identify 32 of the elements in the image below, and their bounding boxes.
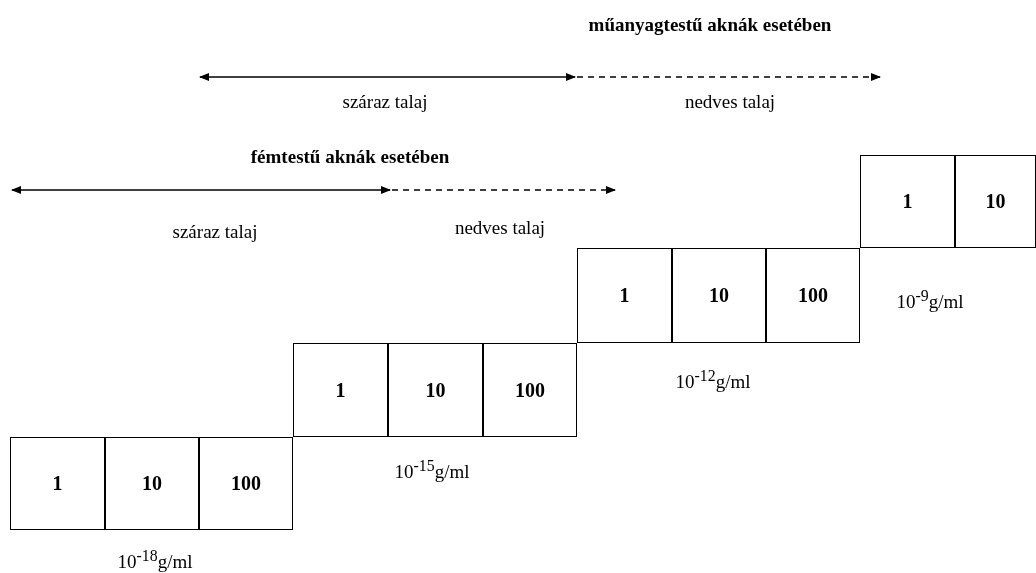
range-label: 10$^{-12}$g/ml: [675, 366, 751, 394]
table-cell: [105, 437, 199, 530]
heading: műanyagtestű aknák esetében: [588, 14, 832, 36]
range-label: 10$^{-9}$g/ml: [896, 286, 964, 314]
cell-value: 10: [709, 284, 729, 307]
table-cell: [293, 343, 388, 437]
cell-value: 1: [619, 284, 630, 307]
cell-value: 10: [425, 378, 446, 402]
cell-value: 1: [902, 190, 913, 213]
range-label: nedves talaj: [684, 91, 776, 113]
range-label: 10$^{-18}$g/ml: [117, 546, 193, 573]
table-cell: [483, 343, 577, 437]
cell-value: 10: [985, 190, 1006, 213]
table-cell: [577, 248, 672, 343]
cell-value: 100: [231, 472, 261, 495]
table-cell: [199, 437, 293, 530]
table-cell: [388, 343, 483, 437]
cell-value: 10: [142, 472, 162, 495]
table-cell: [766, 248, 860, 343]
cell-value: 100: [798, 284, 828, 307]
heading: fémtestű aknák esetében: [250, 146, 450, 168]
range-label: száraz talaj: [172, 221, 258, 243]
cell-value: 1: [335, 378, 346, 402]
table-cell: [860, 155, 955, 248]
table-cell: [955, 155, 1036, 248]
range-label: száraz talaj: [342, 91, 428, 113]
range-label: 10$^{-15}$g/ml: [394, 456, 470, 484]
cell-value: 100: [515, 378, 545, 402]
cell-value: 1: [52, 472, 63, 495]
table-cell: [672, 248, 766, 343]
table-cell: [10, 437, 105, 530]
range-label: nedves talaj: [454, 217, 546, 239]
